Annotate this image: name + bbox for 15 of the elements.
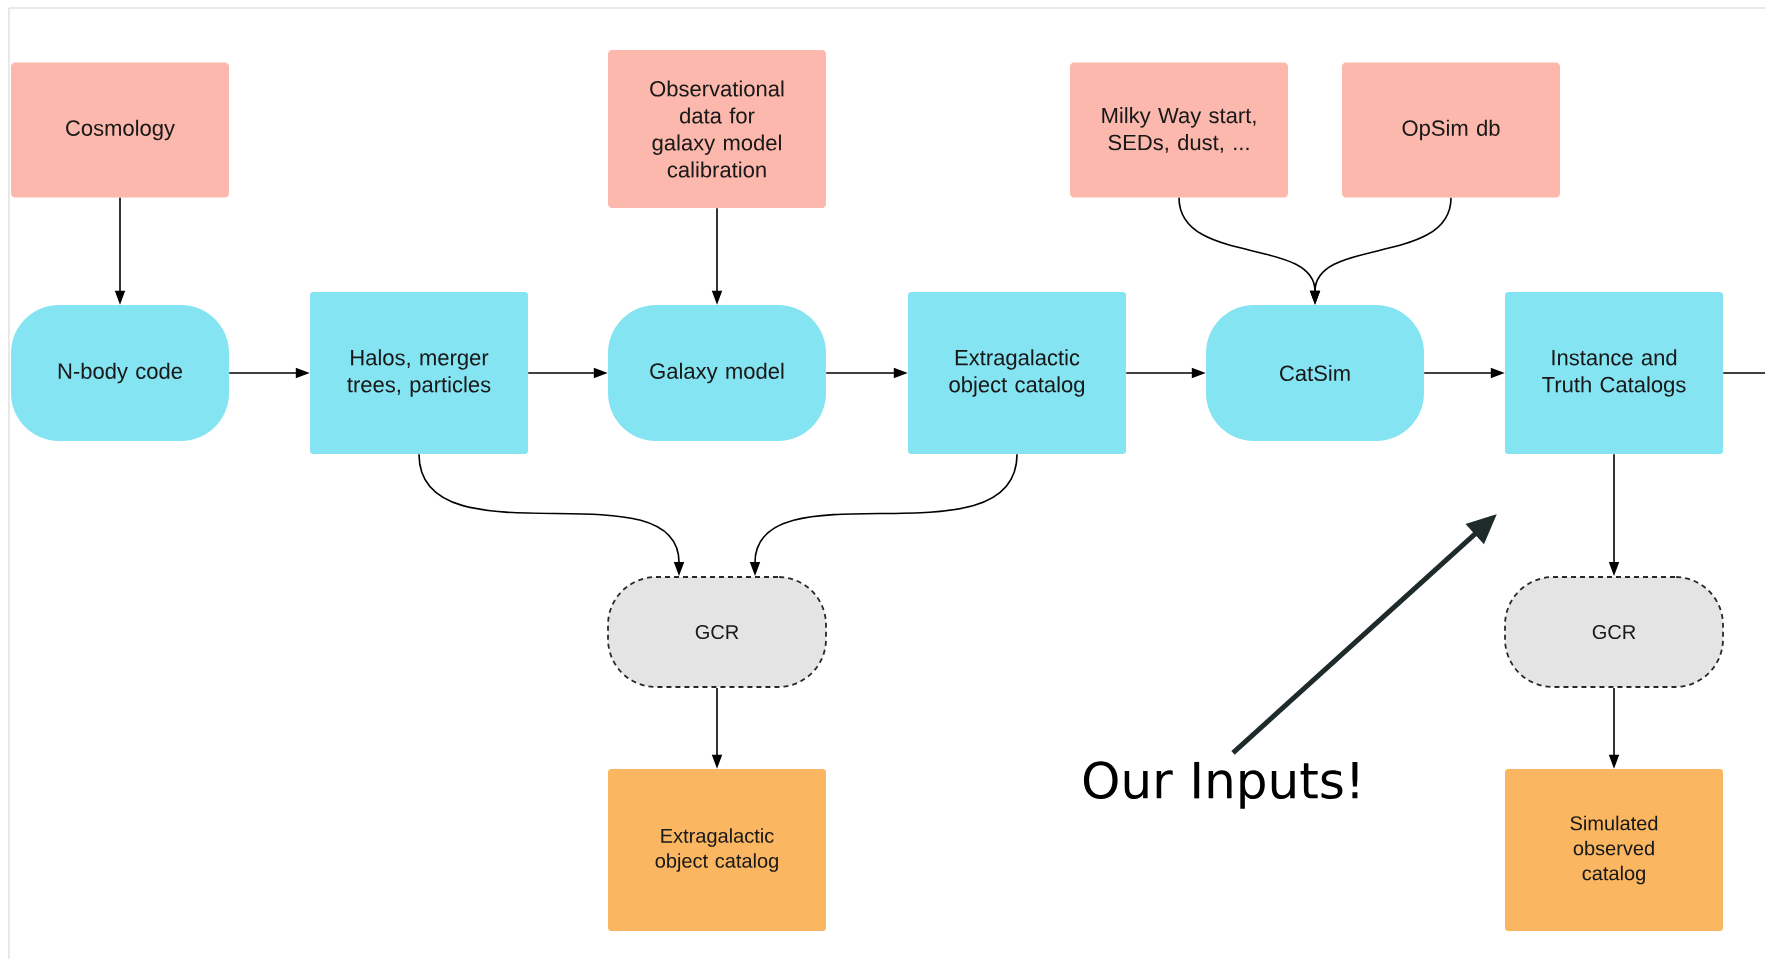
data-box: Extragalactic object catalog (908, 292, 1126, 454)
annotation-text: Our Inputs! (1083, 761, 1358, 809)
process-terminal: N-body code (11, 305, 229, 441)
data-box: Instance and Truth Catalogs (1505, 292, 1723, 454)
process-terminal: CatSim (1206, 305, 1424, 441)
data-box: Halos, merger trees, particles (310, 292, 528, 454)
input-box: Cosmology (11, 62, 229, 198)
process-terminal: Galaxy model (608, 305, 826, 441)
input-box: Milky Way start, SEDs, dust, ... (1070, 62, 1288, 198)
output-box: Simulated observed catalog (1505, 769, 1723, 931)
output-box: Extragalactic object catalog (608, 769, 826, 931)
input-box: OpSim db (1342, 62, 1560, 198)
input-box: Observational data for galaxy model calibration (608, 50, 826, 208)
reader-terminal: GCR (607, 576, 827, 688)
reader-terminal: GCR (1504, 576, 1724, 688)
